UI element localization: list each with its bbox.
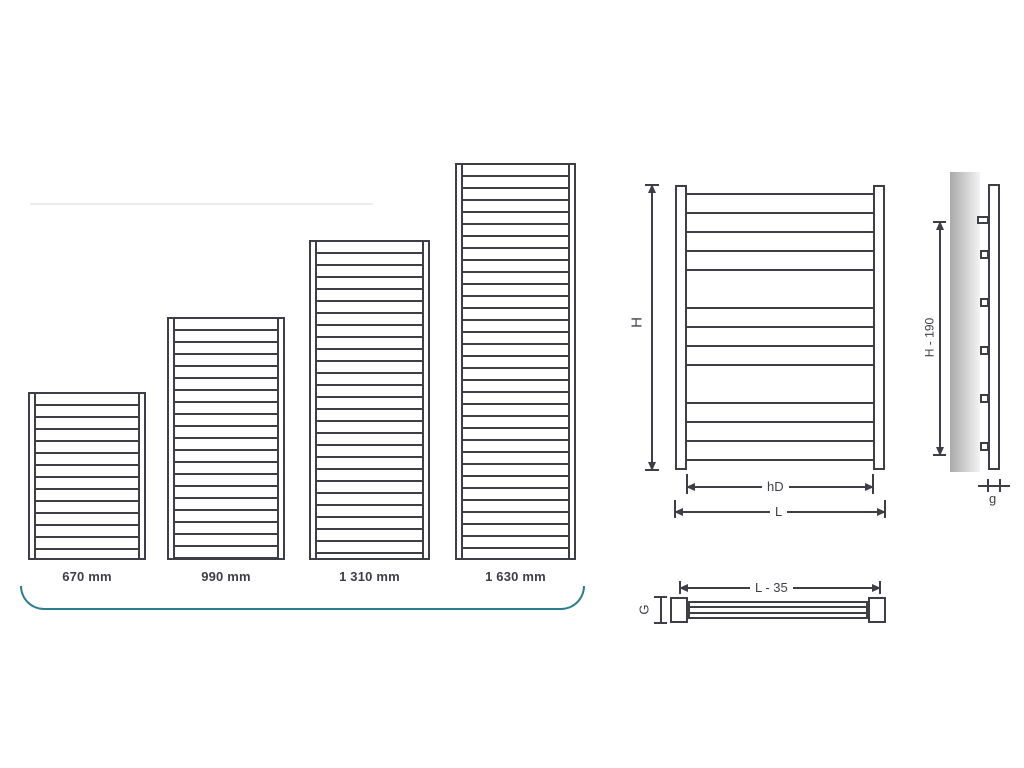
right-collector — [422, 242, 424, 558]
tube-top-profile — [688, 601, 868, 619]
tube-end — [980, 394, 989, 403]
dim-label-H: H — [628, 317, 646, 328]
extension-tick — [654, 596, 667, 598]
extension-tick — [645, 184, 659, 186]
left-collector — [461, 165, 463, 558]
extension-tick — [933, 454, 946, 456]
left-collector — [34, 394, 36, 558]
dim-line-H190 — [936, 221, 944, 456]
tube-stack — [463, 165, 568, 558]
right-collector — [568, 165, 570, 558]
extension-tick — [654, 622, 667, 624]
tube-profile-line — [690, 606, 866, 608]
wall-surface — [950, 172, 980, 472]
dim-label-L35: L - 35 — [750, 580, 793, 595]
dim-label-G: G — [636, 604, 652, 615]
dim-line-g — [978, 485, 1010, 487]
size-range-bracket — [20, 586, 585, 610]
radiator-front-670 — [28, 392, 146, 560]
tube-group-gap — [687, 376, 873, 391]
dim-label-hD: hD — [762, 479, 789, 494]
tube-stack — [687, 193, 873, 461]
right-collector — [138, 394, 140, 558]
dim-line-H — [648, 184, 656, 471]
left-end-cap — [670, 597, 688, 623]
dim-label-g: g — [989, 491, 997, 506]
radiator-front-1310 — [309, 240, 430, 560]
right-end-cap — [868, 597, 886, 623]
left-collector — [315, 242, 317, 558]
faint-divider-line — [30, 203, 373, 205]
radiator-front-990 — [167, 317, 285, 560]
tube-stack — [175, 319, 277, 558]
right-collector — [873, 185, 885, 470]
tube-end — [980, 442, 989, 451]
left-collector — [675, 185, 687, 470]
radiator-front-1630 — [455, 163, 576, 560]
tube-group-gap — [687, 281, 873, 296]
dim-line-G — [660, 597, 662, 623]
wall-mount-bracket — [977, 216, 989, 224]
radiator-side-profile — [988, 184, 1000, 470]
size-label-1310: 1 310 mm — [339, 569, 400, 584]
tube-stack — [36, 394, 138, 558]
tube-end — [980, 298, 989, 307]
right-collector — [277, 319, 279, 558]
extension-tick — [933, 221, 946, 223]
dim-label-H190: H - 190 — [922, 317, 937, 358]
tube-end — [980, 346, 989, 355]
tube-stack — [317, 242, 422, 558]
dim-label-L: L — [770, 504, 788, 519]
size-label-1630: 1 630 mm — [485, 569, 546, 584]
tube-profile-line — [690, 612, 866, 614]
size-label-670: 670 mm — [62, 569, 112, 584]
size-label-990: 990 mm — [201, 569, 251, 584]
tube-end — [980, 250, 989, 259]
left-collector — [173, 319, 175, 558]
extension-tick — [645, 469, 659, 471]
